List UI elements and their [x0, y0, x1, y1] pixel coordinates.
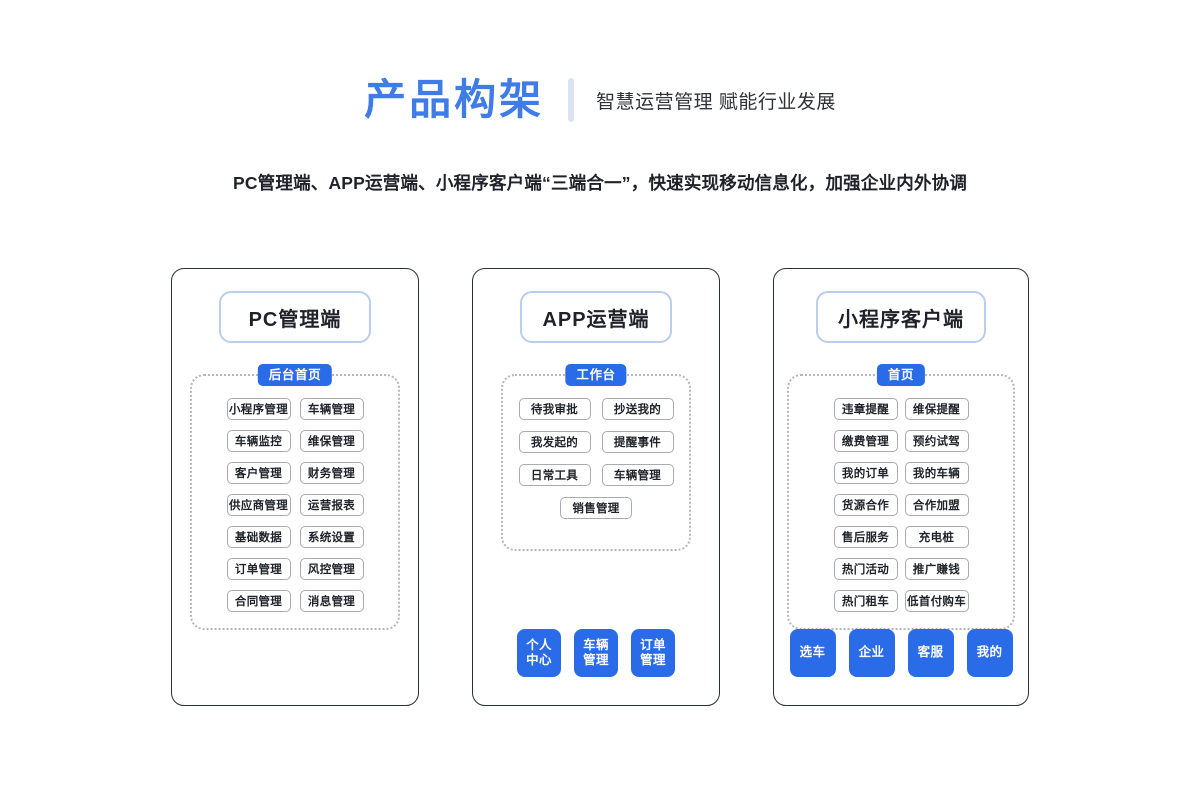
- architecture-cards: PC管理端 后台首页 小程序管理 车辆管理 车辆监控 维保管理 客户管理 财务管…: [0, 268, 1200, 706]
- list-item[interactable]: 低首付购车: [904, 590, 969, 612]
- list-item[interactable]: 热门租车: [833, 590, 898, 612]
- list-item[interactable]: 客户管理: [226, 462, 291, 484]
- list-item[interactable]: 提醒事件: [601, 431, 674, 453]
- card-app-operations-section: 工作台 待我审批 抄送我的 我发起的 提醒事件 日常工具 车辆管理 销售管理: [473, 364, 719, 551]
- nav-button-line1: 车辆: [583, 637, 609, 652]
- card-miniprogram-client-header: 小程序客户端: [816, 291, 986, 343]
- card-app-operations: APP运营端 工作台 待我审批 抄送我的 我发起的 提醒事件 日常工具 车辆管理…: [472, 268, 720, 706]
- list-item[interactable]: 供应商管理: [226, 494, 291, 516]
- card-app-operations-dotted-box: 工作台 待我审批 抄送我的 我发起的 提醒事件 日常工具 车辆管理 销售管理: [501, 364, 691, 551]
- page-title: 产品构架: [364, 76, 545, 123]
- card-miniprogram-client-section: 首页 违章提醒 维保提醒 缴费管理 预约试驾 我的订单 我的车辆 货源合作 合作…: [774, 364, 1028, 630]
- list-item[interactable]: 热门活动: [833, 558, 898, 580]
- card-pc-admin-badge: 后台首页: [257, 364, 333, 387]
- list-item[interactable]: 运营报表: [299, 494, 364, 516]
- nav-button-mine[interactable]: 我的: [966, 629, 1013, 677]
- nav-button-line2: 中心: [526, 653, 552, 667]
- card-app-operations-header: APP运营端: [520, 291, 672, 343]
- list-item[interactable]: 风控管理: [299, 558, 364, 580]
- nav-button-personal-center[interactable]: 个人 中心: [517, 629, 561, 677]
- card-app-operations-badge: 工作台: [565, 364, 627, 387]
- list-item[interactable]: 违章提醒: [833, 398, 898, 420]
- nav-button-line1: 选车: [799, 645, 826, 660]
- list-item[interactable]: 财务管理: [299, 462, 364, 484]
- card-pc-admin: PC管理端 后台首页 小程序管理 车辆管理 车辆监控 维保管理 客户管理 财务管…: [171, 268, 419, 706]
- list-item[interactable]: 我的车辆: [904, 462, 969, 484]
- nav-button-customer-service[interactable]: 客服: [907, 629, 954, 677]
- card-pc-admin-section: 后台首页 小程序管理 车辆管理 车辆监控 维保管理 客户管理 财务管理 供应商管…: [172, 364, 418, 630]
- list-item[interactable]: 销售管理: [560, 497, 632, 519]
- list-item[interactable]: 货源合作: [833, 494, 898, 516]
- nav-button-line1: 我的: [976, 645, 1003, 660]
- list-item[interactable]: 维保提醒: [904, 398, 969, 420]
- list-item[interactable]: 订单管理: [226, 558, 291, 580]
- card-miniprogram-client: 小程序客户端 首页 违章提醒 维保提醒 缴费管理 预约试驾 我的订单 我的车辆 …: [773, 268, 1029, 706]
- list-item[interactable]: 系统设置: [299, 526, 364, 548]
- page-subtitle: 智慧运营管理 赋能行业发展: [596, 91, 836, 113]
- list-item[interactable]: 车辆监控: [226, 430, 291, 452]
- list-item[interactable]: 基础数据: [226, 526, 291, 548]
- title-divider: [568, 78, 575, 122]
- list-item[interactable]: 合作加盟: [904, 494, 969, 516]
- list-item[interactable]: 消息管理: [299, 590, 364, 612]
- card-pc-admin-dotted-box: 后台首页 小程序管理 车辆管理 车辆监控 维保管理 客户管理 财务管理 供应商管…: [190, 364, 400, 630]
- card-app-operations-nav: 个人 中心 车辆 管理 订单 管理: [473, 629, 719, 677]
- card-pc-admin-chip-grid: 小程序管理 车辆管理 车辆监控 维保管理 客户管理 财务管理 供应商管理 运营报…: [202, 398, 388, 612]
- card-app-operations-chip-grid: 待我审批 抄送我的 我发起的 提醒事件 日常工具 车辆管理 销售管理: [513, 398, 679, 519]
- list-item[interactable]: 待我审批: [518, 398, 591, 420]
- nav-button-line2: 管理: [583, 653, 609, 667]
- nav-button-select-car[interactable]: 选车: [789, 629, 836, 677]
- nav-button-line1: 订单: [640, 637, 666, 652]
- list-item[interactable]: 售后服务: [833, 526, 898, 548]
- list-item[interactable]: 我的订单: [833, 462, 898, 484]
- list-item[interactable]: 充电桩: [904, 526, 969, 548]
- card-miniprogram-client-chip-grid: 违章提醒 维保提醒 缴费管理 预约试驾 我的订单 我的车辆 货源合作 合作加盟 …: [799, 398, 1003, 612]
- list-item[interactable]: 车辆管理: [601, 464, 674, 486]
- list-item[interactable]: 日常工具: [518, 464, 591, 486]
- list-item[interactable]: 预约试驾: [904, 430, 969, 452]
- list-item[interactable]: 车辆管理: [299, 398, 364, 420]
- page-tagline: PC管理端、APP运营端、小程序客户端“三端合一”，快速实现移动信息化，加强企业…: [232, 173, 968, 193]
- card-pc-admin-title: PC管理端: [248, 308, 342, 331]
- card-miniprogram-client-title: 小程序客户端: [838, 308, 964, 331]
- nav-button-line1: 个人: [526, 637, 552, 652]
- list-item[interactable]: 推广赚钱: [904, 558, 969, 580]
- page-header: 产品构架 智慧运营管理 赋能行业发展: [0, 78, 1200, 122]
- card-pc-admin-header: PC管理端: [219, 291, 371, 343]
- card-miniprogram-client-dotted-box: 首页 违章提醒 维保提醒 缴费管理 预约试驾 我的订单 我的车辆 货源合作 合作…: [787, 364, 1015, 630]
- nav-button-line1: 客服: [917, 645, 944, 660]
- nav-button-vehicle-management[interactable]: 车辆 管理: [574, 629, 618, 677]
- card-miniprogram-client-badge: 首页: [876, 364, 926, 387]
- card-miniprogram-client-nav: 选车 企业 客服 我的: [774, 629, 1028, 677]
- list-item[interactable]: 抄送我的: [601, 398, 674, 420]
- list-item[interactable]: 小程序管理: [226, 398, 291, 420]
- list-item[interactable]: 维保管理: [299, 430, 364, 452]
- card-app-operations-title: APP运营端: [542, 308, 650, 331]
- list-item[interactable]: 缴费管理: [833, 430, 898, 452]
- nav-button-order-management[interactable]: 订单 管理: [631, 629, 675, 677]
- list-item[interactable]: 我发起的: [518, 431, 591, 453]
- nav-button-line2: 管理: [640, 653, 666, 667]
- nav-button-enterprise[interactable]: 企业: [848, 629, 895, 677]
- nav-button-line1: 企业: [858, 645, 885, 660]
- list-item[interactable]: 合同管理: [226, 590, 291, 612]
